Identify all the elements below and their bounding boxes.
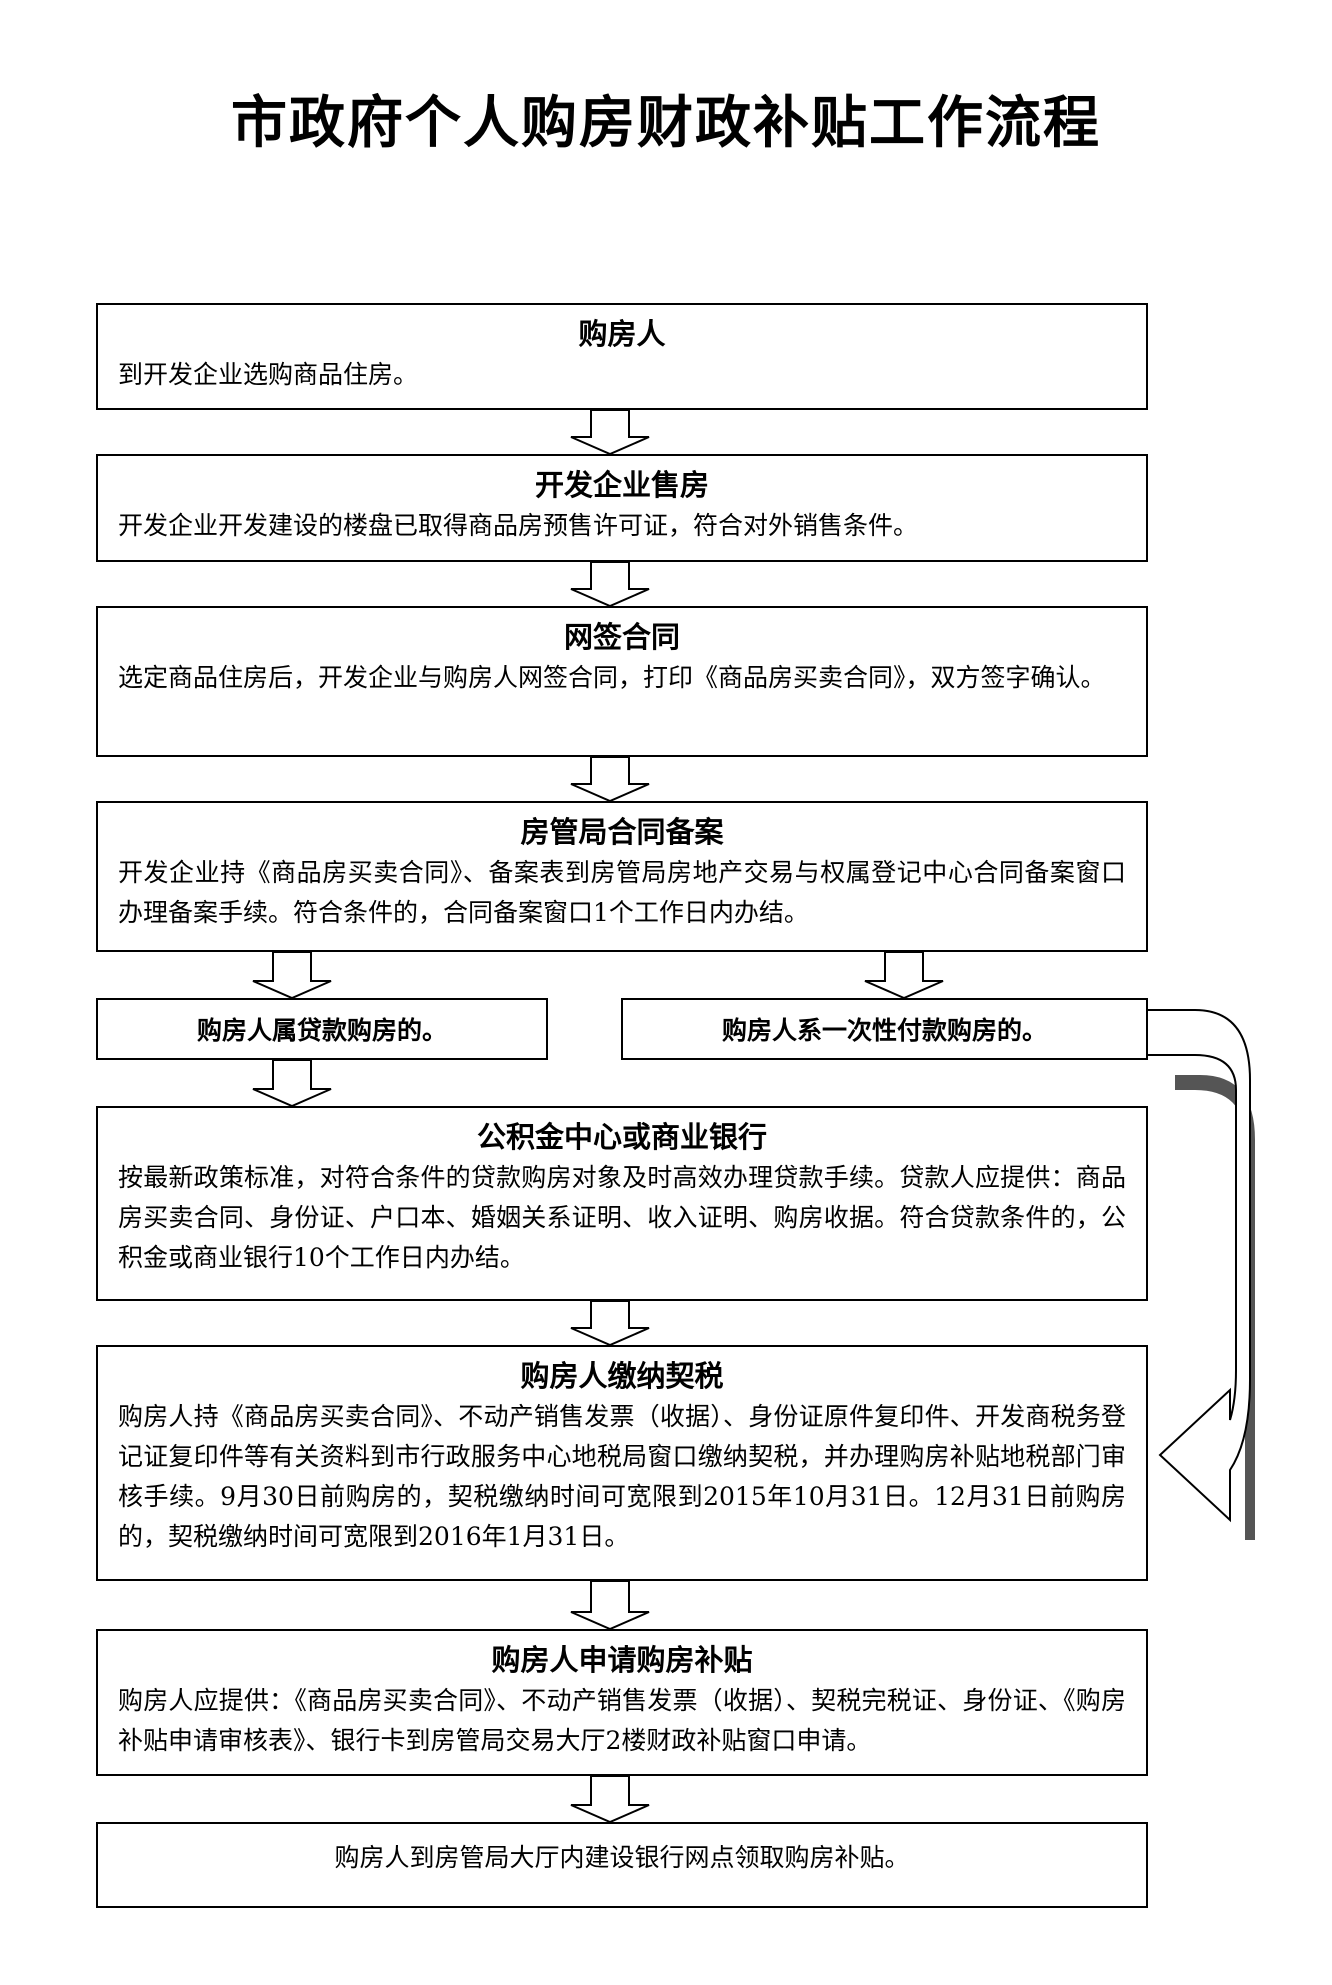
step-deed-tax: 购房人缴纳契税 购房人持《商品房买卖合同》、不动产销售发票（收据）、身份证原件复… (96, 1345, 1148, 1581)
step-text: 开发企业开发建设的楼盘已取得商品房预售许可证，符合对外销售条件。 (118, 511, 919, 540)
branch-full-payment: 购房人系一次性付款购房的。 (621, 998, 1148, 1060)
step-heading: 房管局合同备案 (520, 815, 724, 849)
down-arrow-icon (864, 951, 944, 1000)
step-heading: 网签合同 (563, 620, 680, 654)
step-heading: 开发企业售房 (534, 468, 709, 502)
step-buyer: 购房人 到开发企业选购商品住房。 (96, 303, 1148, 410)
step-online-contract: 网签合同 选定商品住房后，开发企业与购房人网签合同，打印《商品房买卖合同》，双方… (96, 606, 1148, 757)
step-text: 按最新政策标准，对符合条件的贷款购房对象及时高效办理贷款手续。贷款人应提供：商品… (118, 1163, 1126, 1272)
down-arrow-icon (570, 1580, 650, 1631)
step-text: 选定商品住房后，开发企业与购房人网签合同，打印《商品房买卖合同》，双方签字确认。 (118, 663, 1106, 692)
down-arrow-icon (252, 951, 332, 1000)
down-arrow-icon (570, 1775, 650, 1824)
down-arrow-icon (570, 561, 650, 608)
step-text: 购房人到房管局大厅内建设银行网点领取购房补贴。 (334, 1843, 910, 1872)
down-arrow-icon (252, 1059, 332, 1108)
down-arrow-icon (570, 409, 650, 456)
branch-loan: 购房人属贷款购房的。 (96, 998, 548, 1060)
down-arrow-icon (570, 1300, 650, 1347)
curved-arrow-icon (1148, 1009, 1251, 1523)
step-receive-subsidy: 购房人到房管局大厅内建设银行网点领取购房补贴。 (96, 1822, 1148, 1908)
step-text: 到开发企业选购商品住房。 (118, 360, 419, 389)
step-bank-loan: 公积金中心或商业银行 按最新政策标准，对符合条件的贷款购房对象及时高效办理贷款手… (96, 1106, 1148, 1301)
step-text: 开发企业持《商品房买卖合同》、备案表到房管局房地产交易与权属登记中心合同备案窗口… (118, 858, 1126, 927)
step-heading: 购房人申请购房补贴 (491, 1643, 753, 1677)
step-contract-filing: 房管局合同备案 开发企业持《商品房买卖合同》、备案表到房管局房地产交易与权属登记… (96, 801, 1148, 952)
page-title: 市政府个人购房财政补贴工作流程 (231, 91, 1101, 156)
step-heading: 购房人 (578, 317, 666, 351)
step-developer-sale: 开发企业售房 开发企业开发建设的楼盘已取得商品房预售许可证，符合对外销售条件。 (96, 454, 1148, 562)
step-text: 购房人持《商品房买卖合同》、不动产销售发票（收据）、身份证原件复印件、开发商税务… (118, 1402, 1126, 1551)
down-arrow-icon (570, 756, 650, 803)
step-apply-subsidy: 购房人申请购房补贴 购房人应提供：《商品房买卖合同》、不动产销售发票（收据）、契… (96, 1629, 1148, 1776)
step-heading: 公积金中心或商业银行 (476, 1120, 767, 1154)
step-text: 购房人应提供：《商品房买卖合同》、不动产销售发票（收据）、契税完税证、身份证、《… (118, 1686, 1126, 1755)
step-heading: 购房人缴纳契税 (520, 1359, 724, 1393)
